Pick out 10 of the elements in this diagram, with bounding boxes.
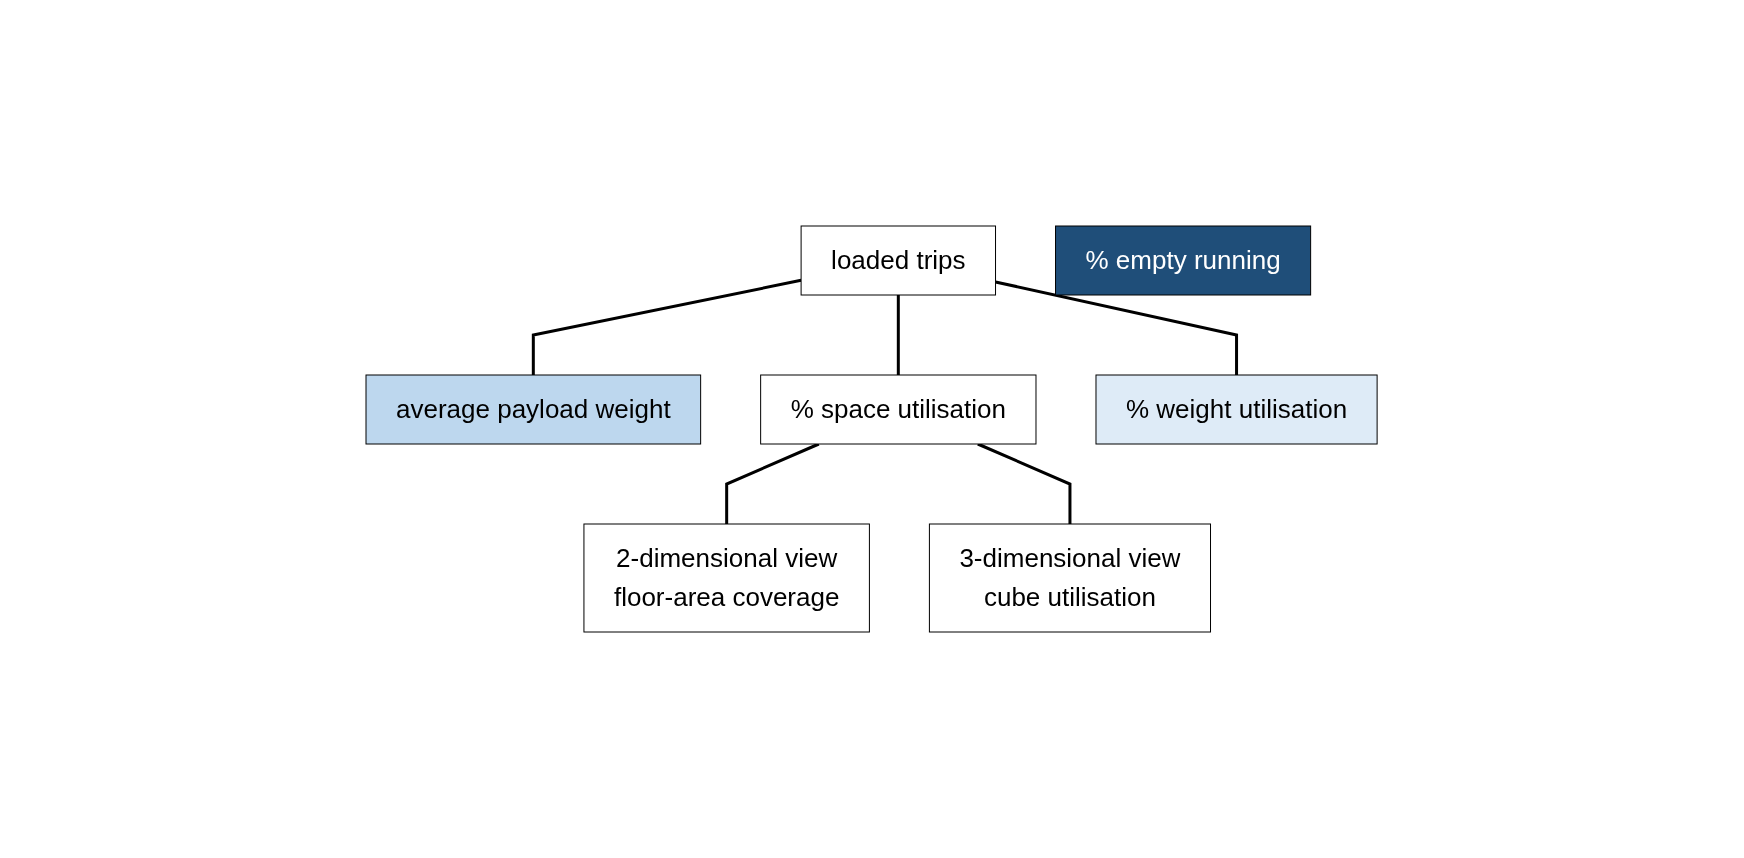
node-box: % weight utilisation xyxy=(1095,374,1379,445)
node-box: average payload weight xyxy=(365,374,702,445)
node-box: % space utilisation xyxy=(760,374,1037,445)
connector xyxy=(897,295,901,375)
connector xyxy=(995,280,1239,375)
node-box: loaded trips xyxy=(801,225,997,296)
node-box: 2-dimensional view floor-area coverage xyxy=(583,523,871,633)
node-box: 3-dimensional view cube utilisation xyxy=(929,523,1212,633)
node-box: % empty running xyxy=(1055,225,1312,296)
connector xyxy=(532,278,802,375)
